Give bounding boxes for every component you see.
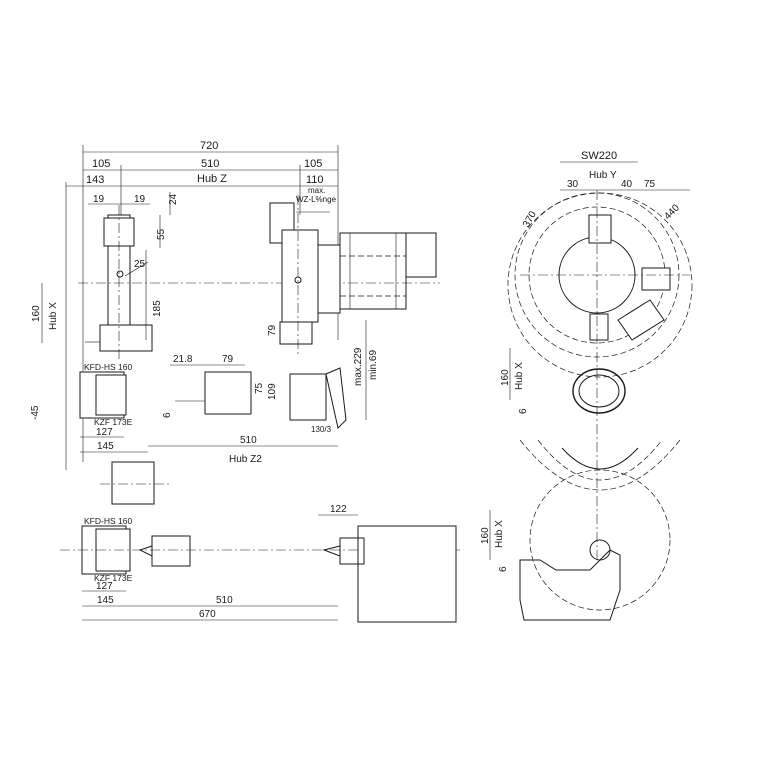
wz-length-label: WZ-L%nge xyxy=(296,195,337,204)
dim-21-8: 21.8 xyxy=(173,354,193,365)
middle-view: KFD-HS 160 KZF 173E -45 127 145 21.8 79 … xyxy=(30,354,347,505)
hub-x-left: Hub X xyxy=(48,302,59,330)
turret-tool-diag xyxy=(617,299,665,341)
drill-chuck-1 xyxy=(151,535,191,567)
drill-tip-2 xyxy=(322,545,341,557)
dim-6-right-2: 6 xyxy=(498,566,509,572)
side-view: SW220 30 Hub Y 40 75 370 440 160 Hub X 6… xyxy=(480,150,693,621)
chuck-jaw-1 xyxy=(95,374,127,416)
turret-tool-top xyxy=(588,214,612,244)
dim-79-top: 79 xyxy=(267,324,278,336)
swing-arc-2 xyxy=(537,439,663,481)
sw220-label: SW220 xyxy=(581,150,617,162)
dim-510-mid: 510 xyxy=(240,435,257,446)
min-69-label: min.69 xyxy=(368,350,379,380)
dim-160-right-2: 160 xyxy=(480,527,491,544)
dim-neg45: -45 xyxy=(30,405,41,420)
base-housing xyxy=(519,549,621,621)
dim-75: 75 xyxy=(254,382,265,394)
hub-z-label: Hub Z xyxy=(197,173,227,185)
max-229-label: max.229 xyxy=(353,347,364,386)
dim-670: 670 xyxy=(199,609,216,620)
ref-130-3: 130/3 xyxy=(311,425,332,434)
dim-720: 720 xyxy=(200,140,218,152)
swing-arc-1 xyxy=(519,439,681,491)
turret-tool-right xyxy=(641,267,671,291)
dim-109: 109 xyxy=(267,383,278,400)
dim-55: 55 xyxy=(156,228,167,240)
dim-6-mid: 6 xyxy=(162,412,173,418)
dim-510-top: 510 xyxy=(201,158,219,170)
end-tool xyxy=(289,373,327,421)
swing-circle-bottom xyxy=(529,469,671,611)
spindle-motor xyxy=(405,232,437,278)
dim-105-left: 105 xyxy=(92,158,110,170)
dim-25: 25 xyxy=(134,259,146,270)
dim-75-right: 75 xyxy=(644,179,656,190)
chuck-side-view xyxy=(111,461,155,505)
dim-19-a: 19 xyxy=(93,194,105,205)
ring-part-inner xyxy=(578,374,620,408)
kfd-label-2: KFD-HS 160 xyxy=(84,516,132,526)
bottom-view: KFD-HS 160 KZF 173E 127 145 510 670 122 xyxy=(60,504,460,623)
drill-tip-1 xyxy=(138,545,153,557)
dim-19-b: 19 xyxy=(134,194,146,205)
dim-6-right: 6 xyxy=(518,408,529,414)
hub-y-label: Hub Y xyxy=(589,170,617,181)
kzf-label-1: KZF 173E xyxy=(94,417,133,427)
dim-105-right: 105 xyxy=(304,158,322,170)
dim-440: 440 xyxy=(662,202,682,222)
left-tool-bore xyxy=(116,270,124,278)
dim-79-mid: 79 xyxy=(222,354,234,365)
drill-holder xyxy=(204,371,252,415)
dim-24: 24 xyxy=(168,193,179,205)
ring-part xyxy=(572,368,626,414)
dim-143: 143 xyxy=(86,174,104,186)
dim-145: 145 xyxy=(97,441,114,452)
dim-145-b: 145 xyxy=(97,595,114,606)
dim-185: 185 xyxy=(152,300,163,317)
right-tool-body xyxy=(281,229,319,323)
dim-510-bottom: 510 xyxy=(216,595,233,606)
turret-tool-bottom xyxy=(589,313,609,341)
top-view: 720 105 510 105 143 Hub Z 110 max. WZ-L%… xyxy=(31,140,440,470)
swing-circle-440 xyxy=(507,192,693,378)
dim-160-left: 160 xyxy=(31,305,42,322)
drill-motor-housing xyxy=(357,525,457,623)
hub-x-right-2: Hub X xyxy=(494,520,505,548)
dim-122: 122 xyxy=(330,504,347,515)
base-bore xyxy=(589,539,611,561)
dim-30: 30 xyxy=(567,179,579,190)
dim-127-b: 127 xyxy=(96,581,113,592)
right-tool-base xyxy=(279,321,313,345)
dim-127: 127 xyxy=(96,427,113,438)
jaw-arc xyxy=(561,447,639,470)
dim-40: 40 xyxy=(621,179,633,190)
kfd-label-1: KFD-HS 160 xyxy=(84,362,132,372)
kzf-label-2: KZF 173E xyxy=(94,573,133,583)
right-tool-flange xyxy=(317,244,341,314)
dim-110: 110 xyxy=(306,174,324,186)
dim-160-right: 160 xyxy=(500,369,511,386)
end-tool-clamp xyxy=(325,367,347,429)
left-tool-base xyxy=(99,324,153,352)
hub-z2-label: Hub Z2 xyxy=(229,454,262,465)
max-label: max. xyxy=(308,186,325,195)
hub-x-right: Hub X xyxy=(514,362,525,390)
